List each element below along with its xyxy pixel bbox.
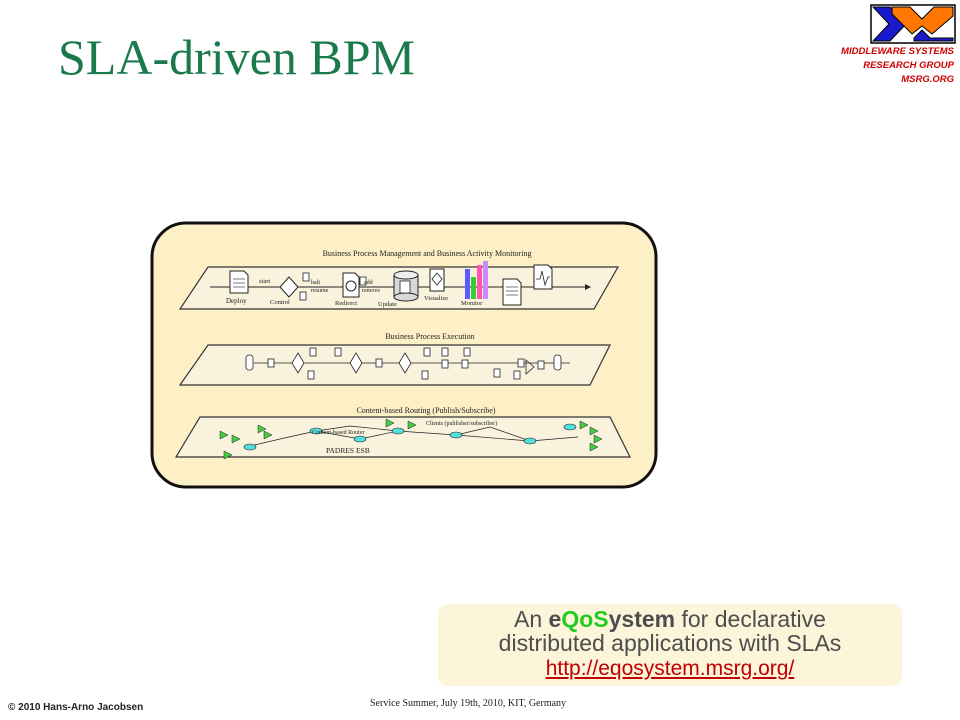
layer-cbr: Content-based Routing (Publish/Subscribe… bbox=[174, 406, 631, 460]
eqosystem-name: eQoSystem bbox=[549, 606, 676, 632]
label-monitor: Monitor bbox=[461, 300, 483, 307]
event-footer: Service Summer, July 19th, 2010, KIT, Ge… bbox=[370, 698, 567, 709]
label-resume: resume bbox=[311, 288, 329, 294]
label-start: start bbox=[259, 278, 270, 285]
label-control: Control bbox=[270, 299, 290, 306]
brand-line: MSRG.ORG bbox=[901, 74, 954, 85]
signal-document-icon bbox=[533, 264, 553, 290]
brand-line: RESEARCH GROUP bbox=[863, 60, 954, 71]
label-deploy: Deploy bbox=[226, 297, 247, 305]
name-e: e bbox=[548, 606, 562, 632]
label-remove: remove bbox=[362, 288, 380, 294]
label-halt: halt bbox=[311, 280, 320, 286]
layer-bpm-title: Business Process Management and Business… bbox=[323, 249, 532, 258]
layer-bpe: Business Process Execution bbox=[178, 332, 611, 386]
callout-prefix: An bbox=[514, 606, 549, 632]
label-redirect: Redirect bbox=[335, 300, 357, 307]
name-qos: QoS bbox=[561, 606, 609, 632]
visualize-icon bbox=[429, 268, 445, 292]
callout-suffix: for declarative bbox=[675, 606, 826, 632]
slide-title: SLA-driven BPM bbox=[58, 29, 415, 85]
layer-cbr-title: Content-based Routing (Publish/Subscribe… bbox=[356, 406, 495, 415]
database-icon bbox=[393, 270, 419, 302]
architecture-diagram: Business Process Management and Business… bbox=[150, 221, 658, 489]
label-esb: PADRES ESB bbox=[326, 446, 370, 455]
label-clients: Clients (publisher/subscriber) bbox=[426, 420, 497, 427]
redirect-icon bbox=[342, 272, 360, 298]
report-document-icon bbox=[502, 278, 522, 306]
label-add: add bbox=[364, 280, 373, 286]
label-router: Content-based Router bbox=[312, 430, 365, 436]
msrg-logo bbox=[870, 4, 956, 44]
brand-line: MIDDLEWARE SYSTEMS bbox=[841, 46, 954, 57]
label-update: Update bbox=[378, 301, 397, 308]
eqosystem-link[interactable]: http://eqosystem.msrg.org/ bbox=[545, 657, 795, 680]
name-system: ystem bbox=[608, 606, 676, 632]
document-icon bbox=[229, 270, 249, 294]
copyright-footer: © 2010 Hans-Arno Jacobsen bbox=[8, 702, 144, 713]
layer-bpm: Business Process Management and Business… bbox=[178, 249, 620, 310]
callout-line2: distributed applications with SLAs bbox=[498, 630, 842, 656]
monitor-chart-icon bbox=[465, 261, 488, 299]
eqosystem-callout: An eQoSystem for declarative distributed… bbox=[438, 604, 902, 686]
label-visualize: Visualize bbox=[424, 295, 448, 302]
brand-text: MIDDLEWARE SYSTEMS RESEARCH GROUP MSRG.O… bbox=[841, 45, 954, 87]
layer-bpe-title: Business Process Execution bbox=[385, 332, 474, 341]
callout-line1: An eQoSystem for declarative bbox=[438, 607, 902, 631]
control-diamond bbox=[279, 276, 299, 298]
